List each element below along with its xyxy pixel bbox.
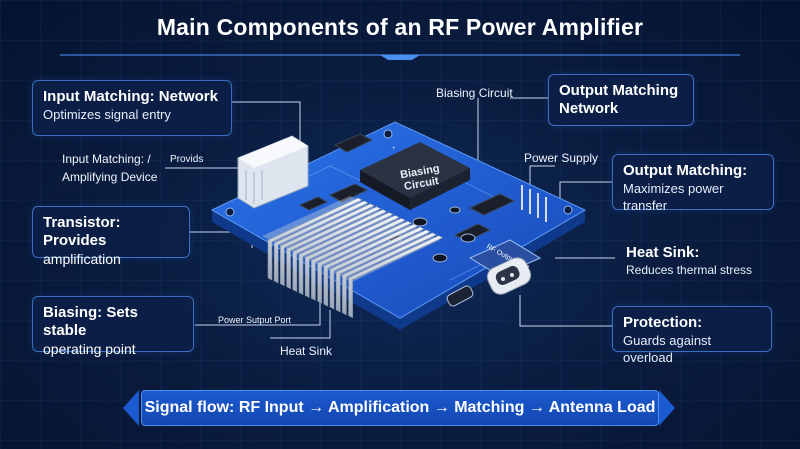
banner-right-arrow xyxy=(659,390,675,426)
page-title: Main Components of an RF Power Amplifier xyxy=(156,14,644,40)
input-matching-box: Input Matching: Network Optimizes signal… xyxy=(32,80,232,136)
output-matching-sub: Maximizes power transfer xyxy=(623,181,724,213)
biasing-box: Biasing: Sets stable operating point xyxy=(32,296,194,357)
title-underline xyxy=(60,54,740,60)
signal-flow-banner: Signal flow: RF Input → Amplification → … xyxy=(141,390,659,426)
svg-text:+: + xyxy=(392,146,396,152)
heat-sink-label: Heat Sink xyxy=(280,344,333,358)
heat-sink-fin xyxy=(329,226,425,310)
amplifying-device-label-1: Input Matching: / xyxy=(62,152,151,166)
banner-left-arrow xyxy=(123,390,139,426)
biasing-sub: operating point xyxy=(43,341,136,357)
protection-heading: Protection: xyxy=(623,314,703,331)
heat-sink-fins xyxy=(262,196,444,319)
output-matching-network-heading: Output Matching xyxy=(559,82,679,99)
heat-sink-fin xyxy=(311,217,407,301)
amplifying-device-label-2: Amplifying Device xyxy=(62,170,158,184)
output-matching-heading: Output Matching: xyxy=(623,162,748,179)
rf-output-port xyxy=(468,239,542,295)
transistor-sub: amplification xyxy=(43,251,121,267)
heat-sink-box: Heat Sink: Reduces thermal stress xyxy=(615,236,773,282)
heat-sink-fin xyxy=(335,229,431,313)
output-matching-box: Output Matching: Maximizes power transfe… xyxy=(612,154,774,213)
heat-sink-sub: Reduces thermal stress xyxy=(626,263,753,277)
heat-sink-fin xyxy=(298,212,394,295)
heat-sink-fin xyxy=(348,235,444,319)
biasing-heading: Biasing: Sets stable xyxy=(43,304,139,339)
provids-label: Provids xyxy=(170,154,204,165)
power-output-port-label: Power Sutput Port xyxy=(218,315,292,325)
heat-sink-fin xyxy=(342,232,438,316)
biasing-circuit-label: Biasing Circuit xyxy=(436,86,513,100)
heat-sink-fin xyxy=(286,206,382,290)
heat-sink-fin xyxy=(292,209,388,293)
heat-sink-fin xyxy=(317,220,413,304)
input-matching-heading: Input Matching: Network xyxy=(43,88,218,105)
protection-box: Protection: Guards against overload xyxy=(612,306,772,365)
side-port xyxy=(446,285,474,307)
heat-sink-fin xyxy=(273,200,369,284)
output-matching-network-box: Output Matching Network xyxy=(548,74,694,126)
input-connector xyxy=(237,135,309,209)
heat-sink-fin xyxy=(280,203,376,287)
transistor-box: Transistor: Provides amplification xyxy=(32,206,190,267)
input-matching-sub: Optimizes signal entry xyxy=(43,107,171,122)
protection-sub: Guards against overload xyxy=(623,333,712,365)
transistor-heading: Transistor: Provides xyxy=(43,214,121,249)
heat-sink-fin xyxy=(323,223,419,307)
heat-sink-fin xyxy=(304,215,400,298)
biasing-chip xyxy=(360,142,470,210)
heat-sink-heading: Heat Sink: xyxy=(626,244,700,261)
output-matching-network-sub: Network xyxy=(559,100,619,117)
power-supply-label: Power Supply xyxy=(524,151,599,165)
heat-sink-fin xyxy=(267,197,363,281)
